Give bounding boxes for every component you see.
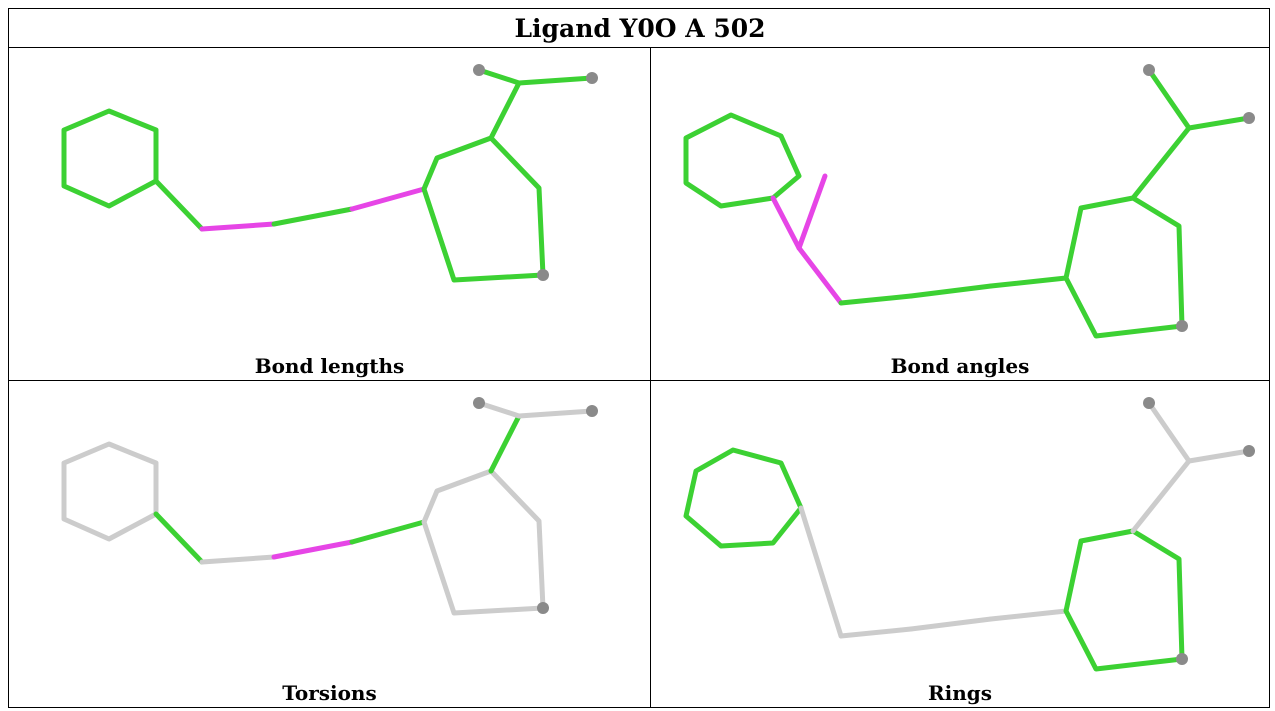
stem-bond: [488, 80, 522, 141]
atom-sphere-2: [537, 602, 549, 614]
caption-rings: Rings: [927, 681, 992, 705]
column-divider: [650, 47, 651, 707]
table-title: Ligand Y0O A 502: [514, 14, 766, 43]
linker-bond-3: [349, 519, 427, 545]
angle-bond-b: [770, 195, 802, 251]
linker-bond-1: [838, 293, 914, 306]
arm-top-bond: [476, 400, 522, 419]
caption-torsions: Torsions: [282, 681, 377, 705]
panel-rings: Rings: [651, 381, 1269, 707]
angle-bond-a: [796, 173, 828, 251]
linker-bond-1: [199, 554, 277, 565]
title-divider: [9, 47, 1269, 48]
arm-right-bond: [1186, 448, 1252, 464]
atom-sphere-1: [586, 72, 598, 84]
linker-bond-1: [199, 221, 277, 232]
row-divider: [9, 380, 1269, 381]
stem-bond: [1130, 125, 1192, 201]
linker-bond-3: [349, 186, 427, 212]
ring-a-bonds: [61, 108, 159, 209]
stem-bond: [1130, 458, 1192, 534]
ligand-table: Ligand Y0O A 502 Bond lengths Bond angle…: [8, 8, 1270, 708]
ring-b-bonds: [421, 135, 546, 283]
atom-sphere-0: [473, 397, 485, 409]
atom-sphere-0: [473, 64, 485, 76]
atom-sphere-2: [537, 269, 549, 281]
arm-right-bond: [516, 408, 595, 419]
linker-bond-2: [271, 206, 355, 227]
stem-bond: [488, 413, 522, 474]
linker-bond-0: [798, 505, 844, 639]
atom-sphere-0: [1143, 397, 1155, 409]
linker-bond-1: [838, 626, 914, 639]
linker-bond-3: [988, 608, 1069, 622]
arm-top-bond: [476, 67, 522, 86]
panel-torsions: Torsions: [9, 381, 650, 707]
ring-b-bonds: [1063, 528, 1185, 672]
linker-bond-0: [153, 511, 205, 565]
caption-bond-angles: Bond angles: [890, 354, 1030, 378]
atom-sphere-2: [1176, 653, 1188, 665]
molecule-rings: [683, 397, 1255, 672]
caption-bond-lengths: Bond lengths: [254, 354, 405, 378]
molecule-torsions: [61, 397, 598, 616]
atom-sphere-0: [1143, 64, 1155, 76]
atom-sphere-2: [1176, 320, 1188, 332]
linker-bond-2: [908, 283, 994, 299]
linker-bond-2: [271, 539, 355, 560]
atom-sphere-1: [586, 405, 598, 417]
linker-bond-3: [988, 275, 1069, 289]
panel-bond-angles: Bond angles: [651, 48, 1269, 380]
atom-sphere-1: [1243, 112, 1255, 124]
atom-sphere-1: [1243, 445, 1255, 457]
ring-b-bonds: [1063, 195, 1185, 339]
molecule-bond-lengths: [61, 64, 598, 283]
linker-bond-0: [796, 245, 844, 306]
linker-bond-0: [153, 178, 205, 232]
ring-a-bonds: [683, 112, 802, 209]
ring-b-bonds: [421, 468, 546, 616]
molecule-bond-angles: [683, 64, 1255, 339]
panel-bond-lengths: Bond lengths: [9, 48, 650, 380]
linker-bond-2: [908, 616, 994, 632]
arm-right-bond: [1186, 115, 1252, 131]
ring-a-bonds: [683, 447, 804, 549]
arm-right-bond: [516, 75, 595, 86]
arm-top-bond: [1146, 400, 1192, 464]
ring-a-bonds: [61, 441, 159, 542]
arm-top-bond: [1146, 67, 1192, 131]
